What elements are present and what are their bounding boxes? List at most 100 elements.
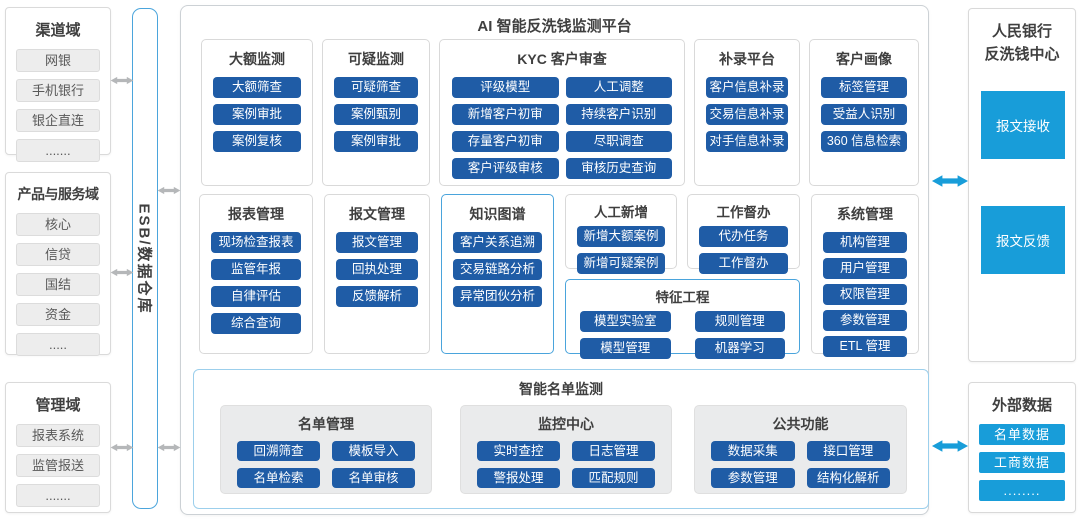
domain-item: 资金: [16, 303, 100, 326]
card-title: 客户画像: [836, 51, 892, 67]
ai-aml-platform-box: AI 智能反洗钱监测平台 大额监测大额筛查案例审批案例复核 可疑监测可疑筛查案例…: [180, 5, 929, 515]
feature-chip: 对手信息补录: [706, 131, 788, 152]
card-title: 名单管理: [298, 416, 354, 432]
feature-chip: 审核历史查询: [565, 158, 672, 179]
feature-chip: 名单审核: [332, 468, 415, 488]
external-data-item: 工商数据: [979, 452, 1065, 473]
feature-chip: 案例甄别: [334, 104, 418, 125]
panel-list-management: 名单管理回溯筛查模板导入名单检索名单审核: [220, 405, 432, 494]
external-data-box: 外部数据名单数据工商数据........: [968, 382, 1076, 513]
card-large-amount-monitoring: 大额监测大额筛查案例审批案例复核: [201, 39, 313, 186]
card-report-management: 报表管理现场检查报表监管年报自律评估综合查询: [199, 194, 313, 354]
feature-chip: 规则管理: [694, 311, 785, 332]
card-title: 系统管理: [837, 206, 893, 222]
card-title: 人工新增: [594, 205, 648, 220]
smart-list-monitoring-title: 智能名单监测: [519, 381, 603, 397]
gray-double-arrow-icon: [157, 185, 181, 196]
card-title: 补录平台: [719, 51, 775, 67]
feature-chip: 监管年报: [211, 259, 301, 280]
feature-chip: 人工调整: [565, 77, 672, 98]
feature-chip: 参数管理: [823, 310, 907, 331]
card-buttons: 代办任务工作督办: [688, 226, 799, 274]
domain-item: .......: [16, 484, 100, 507]
external-data-item: ........: [979, 480, 1065, 501]
feature-chip: 机构管理: [823, 232, 907, 253]
domain-item: 国结: [16, 273, 100, 296]
product-service-domain-box: 产品与服务域核心信贷国结资金.....: [5, 172, 111, 356]
card-kyc-review: KYC 客户审查评级模型人工调整新增客户初审持续客户识别存量客户初审尽职调查客户…: [439, 39, 685, 186]
domain-title: 管理域: [35, 397, 81, 414]
feature-chip: 代办任务: [699, 226, 788, 247]
feature-chip: 现场检查报表: [211, 232, 301, 253]
domain-title: 产品与服务域: [17, 186, 100, 202]
domain-item: 银企直连: [16, 109, 100, 132]
smart-list-monitoring-section: 智能名单监测 名单管理回溯筛查模板导入名单检索名单审核 监控中心实时查控日志管理…: [193, 369, 929, 509]
card-buttons: 客户信息补录交易信息补录对手信息补录: [695, 77, 799, 152]
panel-common-functions: 公共功能数据采集接口管理参数管理结构化解析: [694, 405, 907, 494]
feature-chip: 交易链路分析: [453, 259, 542, 280]
row2-middle-top: 人工新增新增大额案例新增可疑案例 工作督办代办任务工作督办: [565, 194, 800, 274]
feature-chip: 报文管理: [336, 232, 418, 253]
domain-item: .....: [16, 333, 100, 356]
domain-item: 信贷: [16, 243, 100, 266]
feature-chip: 反馈解析: [336, 286, 418, 307]
feature-chip: 新增可疑案例: [577, 253, 665, 274]
feature-chip: 新增大额案例: [577, 226, 665, 247]
domain-item: 网银: [16, 49, 100, 72]
feature-chip: 警报处理: [477, 468, 560, 488]
pboc-title: 人民银行反洗钱中心: [969, 21, 1075, 66]
feature-chip: 结构化解析: [806, 468, 890, 488]
feature-chip: 机器学习: [694, 338, 785, 359]
card-buttons: 大额筛查案例审批案例复核: [202, 77, 312, 152]
card-title: 工作督办: [716, 205, 771, 220]
card-title: 特征工程: [655, 290, 710, 305]
feature-chip: 模型实验室: [580, 311, 671, 332]
feature-chip: 尽职调查: [565, 131, 672, 152]
feature-chip: 客户评级审核: [452, 158, 559, 179]
channel-domain-box: 渠道域网银手机银行银企直连.......: [5, 7, 111, 162]
card-title: 报文管理: [349, 206, 405, 222]
card-knowledge-graph: 知识图谱客户关系追溯交易链路分析异常团伙分析: [441, 194, 554, 354]
feature-chip: 持续客户识别: [565, 104, 672, 125]
esb-label: ESB/数据仓库: [135, 202, 153, 315]
platform-row2: 报表管理现场检查报表监管年报自律评估综合查询 报文管理报文管理回执处理反馈解析 …: [199, 194, 919, 359]
pboc-title-line: 反洗钱中心: [984, 45, 1060, 63]
external-data-title: 外部数据: [991, 397, 1052, 414]
feature-chip: 模型管理: [580, 338, 671, 359]
gray-double-arrow-icon: [110, 75, 134, 86]
card-message-management: 报文管理报文管理回执处理反馈解析: [324, 194, 430, 354]
feature-chip: 模板导入: [332, 441, 415, 461]
card-work-supervision: 工作督办代办任务工作督办: [687, 194, 800, 274]
platform-title: AI 智能反洗钱监测平台: [477, 18, 632, 35]
feature-chip: 回溯筛查: [237, 441, 320, 461]
feature-chip: 案例审批: [334, 131, 418, 152]
platform-row1: 大额监测大额筛查案例审批案例复核 可疑监测可疑筛查案例甄别案例审批 KYC 客户…: [201, 39, 919, 186]
feature-chip: 存量客户初审: [452, 131, 559, 152]
pboc-aml-center-box: 人民银行反洗钱中心报文接收报文反馈: [968, 8, 1076, 362]
feature-chip: 大额筛查: [213, 77, 301, 98]
card-title: 知识图谱: [469, 206, 526, 222]
card-title: 可疑监测: [348, 51, 404, 67]
feature-chip: 匹配规则: [572, 468, 655, 488]
panel-monitoring-center: 监控中心实时查控日志管理警报处理匹配规则: [460, 405, 672, 494]
card-buttons: 模型实验室 规则管理模型管理 机器学习: [566, 311, 799, 359]
blue-double-arrow-icon: [931, 438, 969, 454]
gray-double-arrow-icon: [110, 267, 134, 278]
feature-chip: 工作督办: [699, 253, 788, 274]
feature-chip: 权限管理: [823, 284, 907, 305]
feature-chip: 案例审批: [213, 104, 301, 125]
feature-chip: 综合查询: [211, 313, 301, 334]
card-buttons: 评级模型人工调整新增客户初审持续客户识别存量客户初审尽职调查客户评级审核审核历史…: [440, 77, 684, 179]
feature-chip: 参数管理: [711, 468, 795, 488]
card-title: 公共功能: [772, 416, 829, 432]
feature-chip: 客户信息补录: [706, 77, 788, 98]
gray-double-arrow-icon: [110, 442, 134, 453]
management-domain-box: 管理域报表系统监管报送.......: [5, 382, 111, 513]
feature-chip: 新增客户初审: [452, 104, 559, 125]
feature-chip: 名单检索: [237, 468, 320, 488]
